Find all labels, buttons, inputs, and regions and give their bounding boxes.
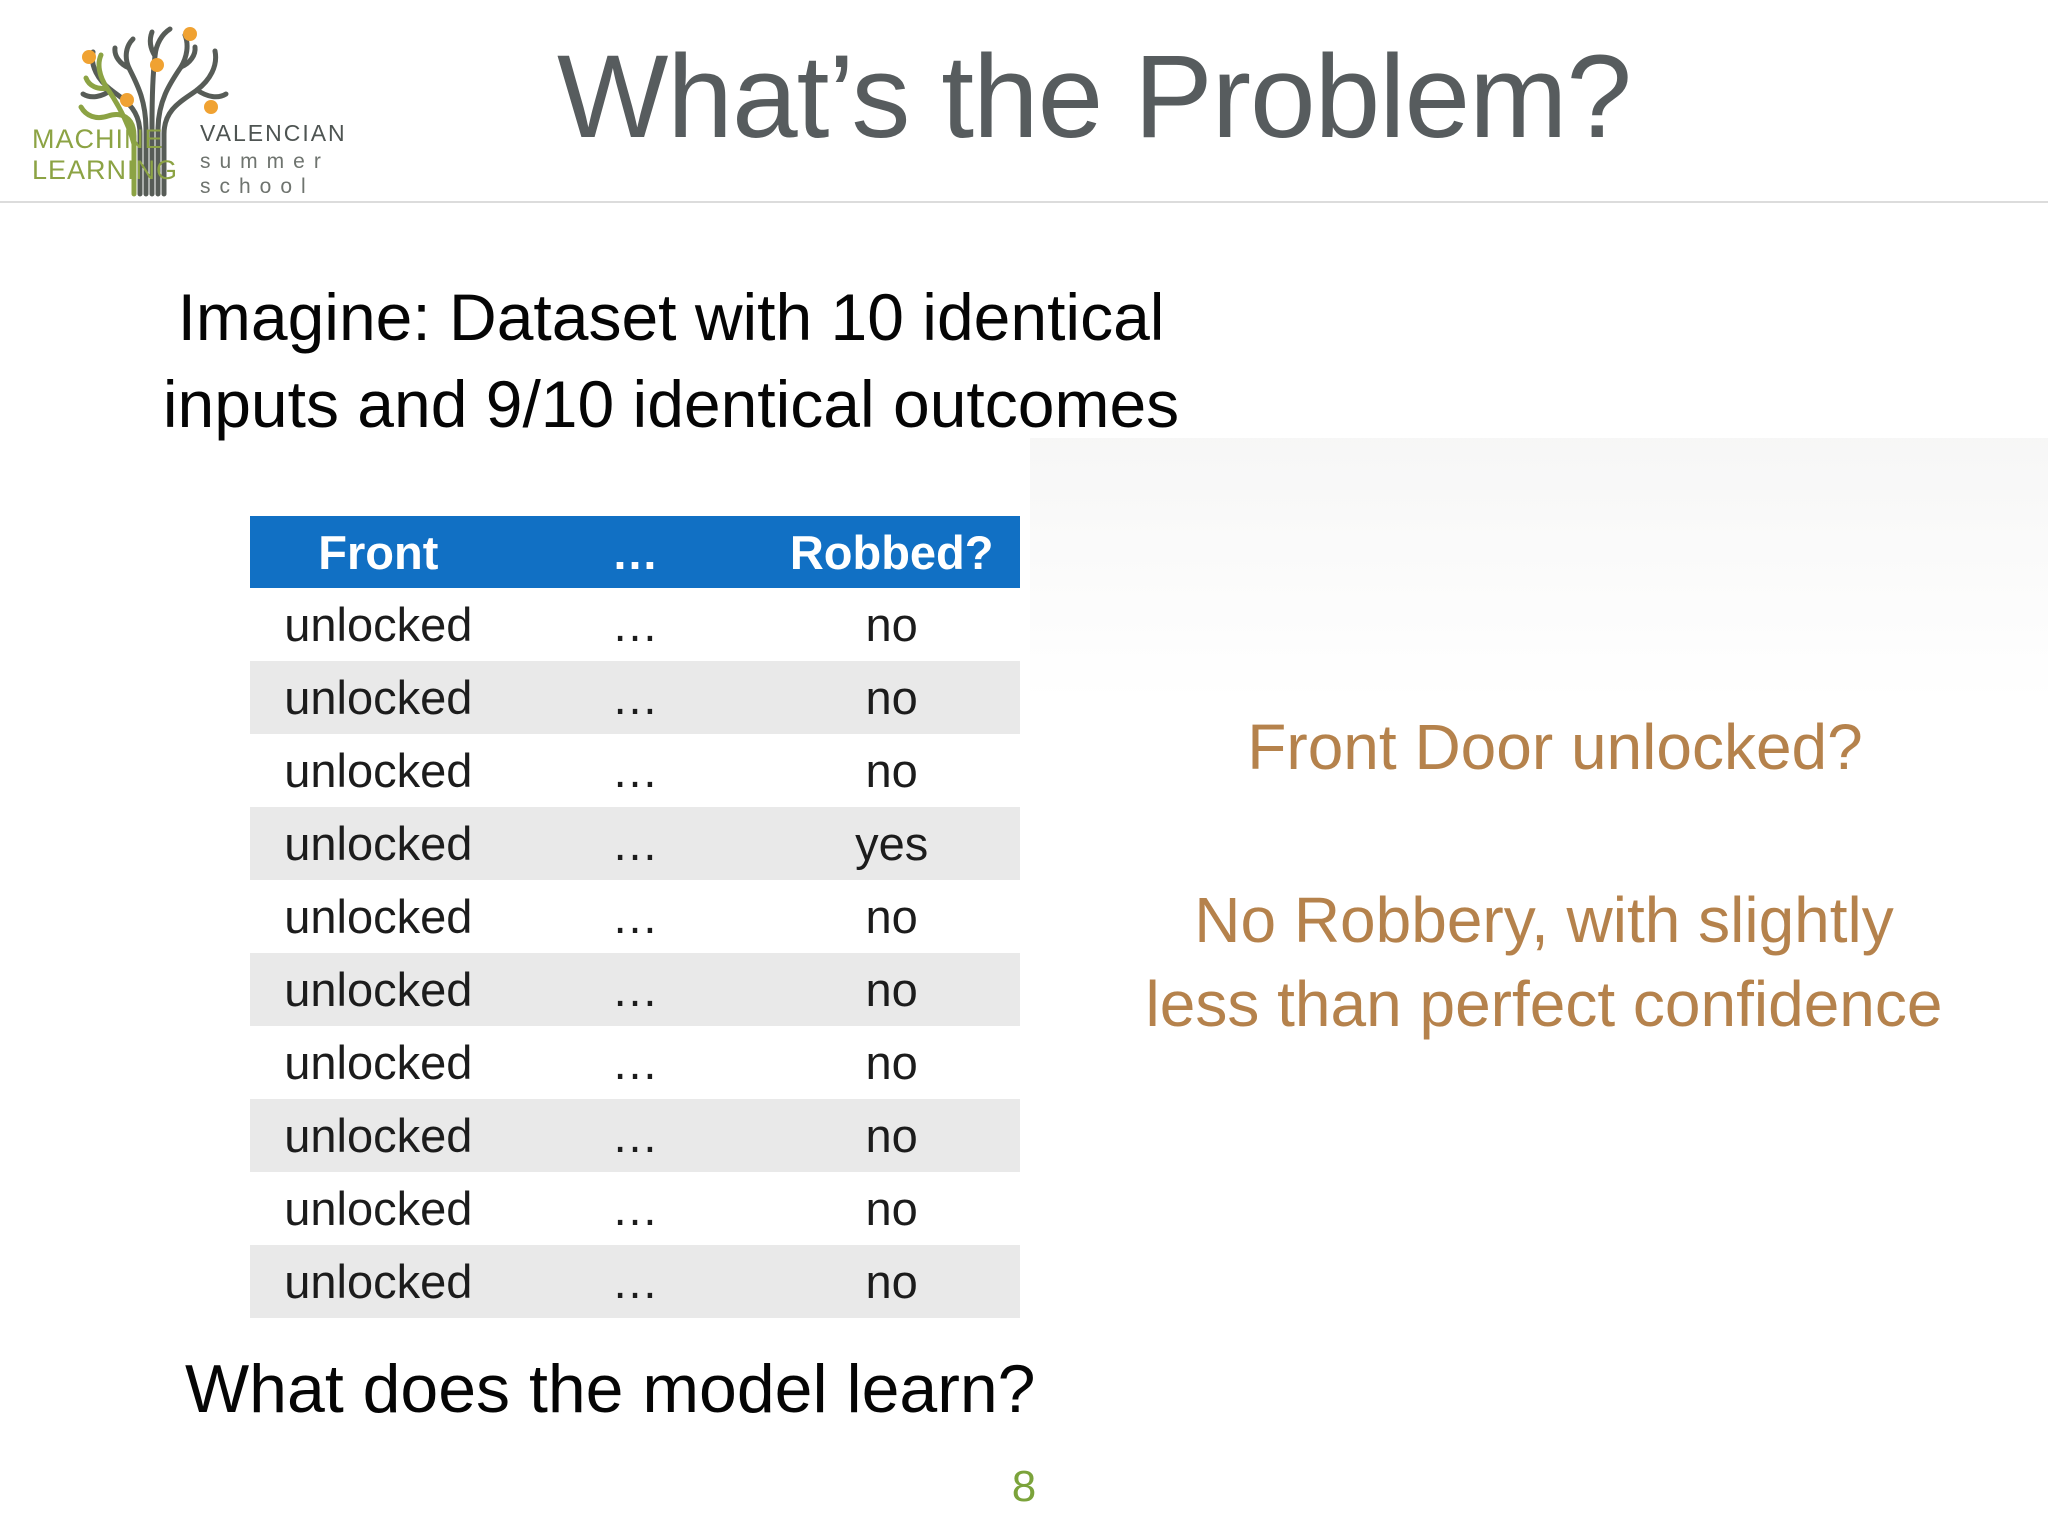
table-row: unlocked … no: [250, 661, 1020, 734]
logo-brand-text: MACHINE LEARNING: [32, 124, 178, 187]
cell-robbed: no: [865, 963, 918, 1016]
logo-school-text: VALENCIAN summer school: [200, 120, 347, 198]
cell-robbed: no: [865, 598, 918, 651]
intro-text: Imagine: Dataset with 10 identical input…: [8, 274, 1334, 448]
logo-school-line3: school: [200, 174, 315, 198]
cell-ellipsis: …: [611, 890, 659, 943]
table-row: unlocked … no: [250, 1172, 1020, 1245]
background-shading: [1030, 438, 2048, 703]
cell-robbed: yes: [855, 817, 929, 870]
model-question: What does the model learn?: [185, 1351, 1036, 1427]
cell-ellipsis: …: [611, 671, 659, 724]
logo-school-line1: VALENCIAN: [200, 120, 347, 146]
cell-front: unlocked: [284, 817, 473, 870]
table-body: unlocked … no unlocked … no unlocked … n…: [250, 588, 1020, 1318]
cell-front: unlocked: [284, 1036, 473, 1089]
intro-line2: inputs and 9/10 identical outcomes: [162, 367, 1180, 442]
cell-ellipsis: …: [611, 1109, 659, 1162]
cell-robbed: no: [865, 890, 918, 943]
annotation-answer-line2: less than perfect confidence: [1145, 968, 1943, 1041]
table-header-robbed: Robbed?: [789, 525, 994, 579]
cell-ellipsis: …: [611, 1182, 659, 1235]
table-header-row: Front … Robbed?: [250, 516, 1020, 588]
cell-robbed: no: [865, 1109, 918, 1162]
table-row: unlocked … yes: [250, 807, 1020, 880]
cell-ellipsis: …: [611, 1255, 659, 1308]
cell-front: unlocked: [284, 1182, 473, 1235]
cell-robbed: no: [865, 1036, 918, 1089]
table-row: unlocked … no: [250, 953, 1020, 1026]
cell-front: unlocked: [284, 598, 473, 651]
cell-ellipsis: …: [611, 817, 659, 870]
logo-brand-line2: LEARNING: [32, 155, 179, 186]
cell-ellipsis: …: [611, 1036, 659, 1089]
table-row: unlocked … no: [250, 1026, 1020, 1099]
cell-front: unlocked: [284, 671, 473, 724]
header-band: [0, 0, 2048, 203]
cell-ellipsis: …: [611, 598, 659, 651]
intro-line1: Imagine: Dataset with 10 identical: [177, 280, 1165, 354]
cell-robbed: no: [865, 671, 918, 724]
page-number: 8: [1011, 1462, 1037, 1511]
cell-robbed: no: [865, 1182, 918, 1235]
cell-robbed: no: [865, 1255, 918, 1308]
logo-brand-line1: MACHINE: [32, 124, 164, 154]
ml-summer-school-logo: MACHINE LEARNING VALENCIAN summer school: [28, 4, 345, 200]
cell-front: unlocked: [284, 963, 473, 1016]
table-row: unlocked … no: [250, 1245, 1020, 1318]
table-row: unlocked … no: [250, 880, 1020, 953]
annotation-answer: No Robbery, with slightly less than perf…: [1040, 878, 2048, 1047]
cell-ellipsis: …: [611, 744, 659, 797]
table-header-ellipsis: …: [611, 525, 659, 579]
logo-school-line2: summer: [200, 149, 330, 173]
cell-front: unlocked: [284, 744, 473, 797]
table-row: unlocked … no: [250, 588, 1020, 661]
cell-front: unlocked: [284, 1255, 473, 1308]
cell-front: unlocked: [284, 1109, 473, 1162]
cell-ellipsis: …: [611, 963, 659, 1016]
slide-title: What’s the Problem?: [556, 31, 1632, 163]
cell-robbed: no: [865, 744, 918, 797]
table-row: unlocked … no: [250, 734, 1020, 807]
annotation-question: Front Door unlocked?: [1247, 711, 1863, 783]
cell-front: unlocked: [284, 890, 473, 943]
annotation-answer-line1: No Robbery, with slightly: [1194, 884, 1894, 956]
table-header-front: Front: [318, 525, 439, 579]
dataset-table: Front … Robbed? unlocked … no unlocked ……: [250, 516, 1020, 1318]
table-row: unlocked … no: [250, 1099, 1020, 1172]
tree-logo-icon: [78, 26, 229, 197]
